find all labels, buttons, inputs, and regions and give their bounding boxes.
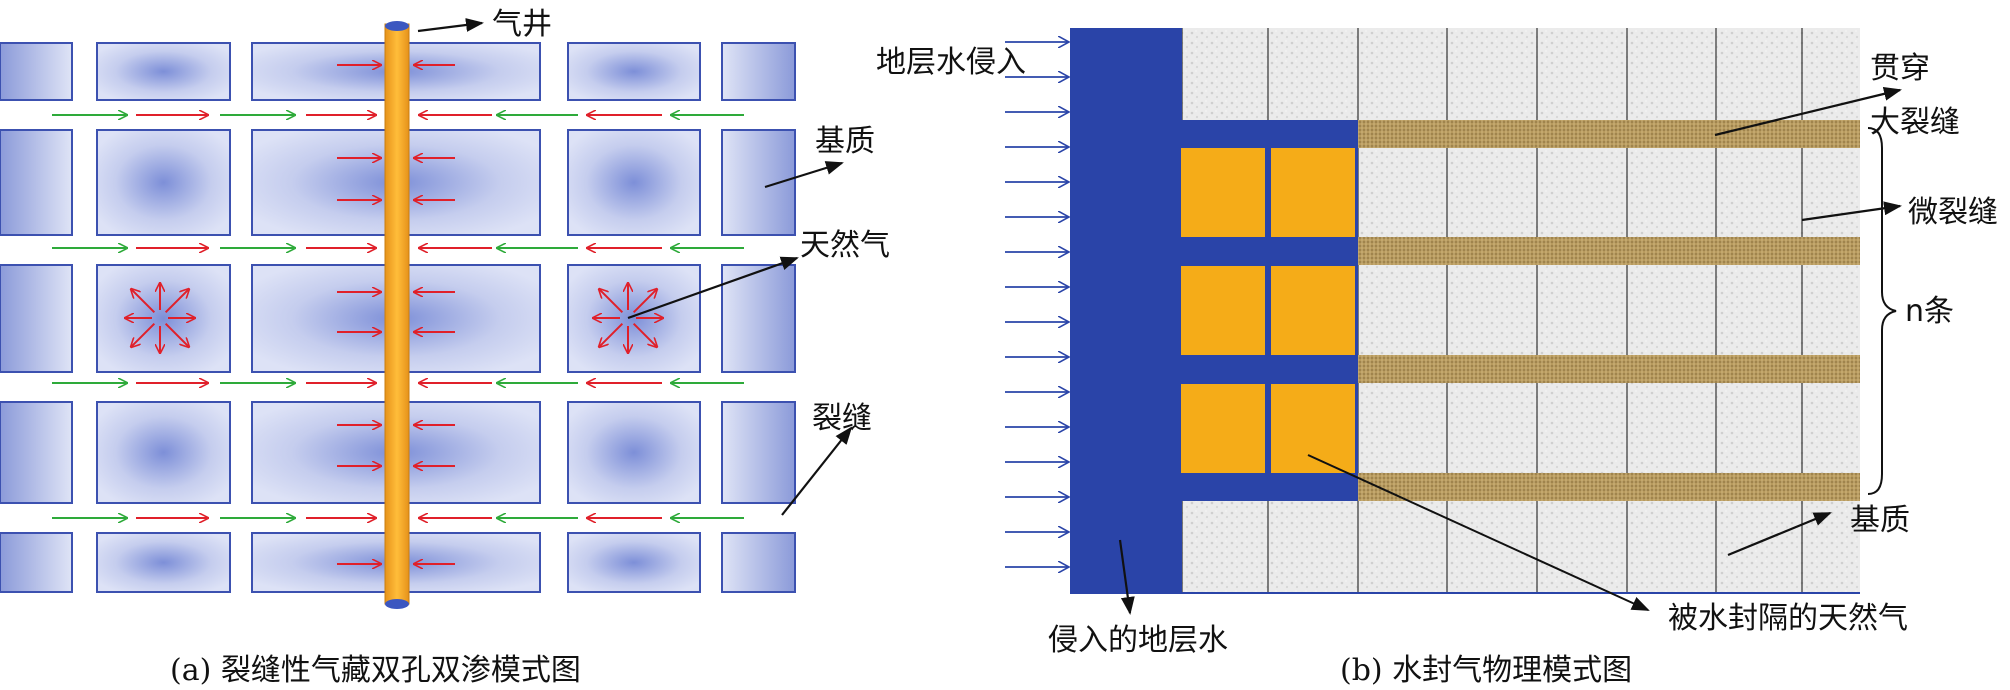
matrix-block	[96, 42, 231, 101]
sealed-gas-label: 被水封隔的天然气	[1668, 601, 1908, 636]
flow-arrows	[52, 65, 744, 564]
sealed-gas-blocks	[1181, 148, 1355, 473]
well-label: 气井	[492, 7, 552, 42]
matrix-block	[567, 401, 701, 504]
through-fracture-pointer	[1714, 86, 1902, 137]
gas-label: 天然气	[800, 228, 890, 263]
fracture-pointer	[781, 426, 853, 516]
fracture-count-label: n条	[1905, 294, 1954, 329]
fracture-label: 裂缝	[812, 401, 872, 436]
matrix-block	[567, 42, 701, 101]
gas-well	[384, 21, 410, 609]
matrix-block	[0, 42, 73, 101]
right-panel: 地层水侵入 贯穿 大裂缝 微裂缝 n条 基质 侵入的地层水 被水封隔的天然气 (…	[876, 28, 1998, 688]
gas-expansion-arrow	[132, 290, 156, 314]
matrix-block	[721, 401, 796, 504]
matrix-block	[721, 264, 796, 373]
right-matrix-pointer	[1727, 511, 1832, 557]
matrix-block	[721, 129, 796, 236]
matrix-block	[96, 129, 231, 236]
fracture-count-brace	[1867, 127, 1897, 495]
matrix-pointer	[764, 161, 844, 189]
water-inflow-label: 地层水侵入	[876, 45, 1026, 80]
matrix-block	[721, 532, 796, 593]
through-fracture-label-1: 贯穿	[1870, 51, 1930, 86]
gas-expansion-arrow	[164, 290, 189, 314]
gas-expansion-arrow	[600, 290, 624, 314]
invaded-water-pointer	[1118, 539, 1135, 615]
gas-expansion-arrow	[632, 290, 657, 314]
matrix-block	[96, 264, 231, 373]
well-pointer	[417, 18, 484, 33]
matrix-label: 基质	[815, 124, 875, 159]
through-fractures	[1358, 120, 1860, 501]
matrix-block	[96, 532, 231, 593]
matrix-block	[0, 129, 73, 236]
invaded-water-label: 侵入的地层水	[1048, 623, 1228, 658]
gas-expansion-arrow	[132, 322, 156, 347]
micro-fracture-pointer	[1801, 201, 1902, 222]
gas-expansion-arrow	[632, 322, 657, 347]
matrix-block	[567, 129, 701, 236]
right-matrix-label: 基质	[1850, 503, 1910, 538]
matrix-block	[0, 532, 73, 593]
matrix-block	[567, 264, 701, 373]
matrix-block	[0, 264, 73, 373]
gas-expansion-arrow	[600, 322, 624, 347]
matrix-block	[567, 532, 701, 593]
left-caption: (a) 裂缝性气藏双孔双渗模式图	[170, 653, 581, 688]
left-panel: 气井 基质 天然气 裂缝 (a) 裂缝性气藏双孔双渗模式图	[0, 7, 890, 688]
matrix-block	[721, 42, 796, 101]
micro-fracture-label: 微裂缝	[1908, 195, 1998, 230]
matrix-block	[96, 401, 231, 504]
matrix-block	[0, 401, 73, 504]
through-fracture-label-2: 大裂缝	[1870, 105, 1960, 140]
water-inflow-arrows	[1005, 42, 1068, 567]
gas-expansion-arrow	[164, 322, 189, 347]
sealed-gas-pointer	[1307, 454, 1650, 611]
right-caption: (b) 水封气物理模式图	[1340, 653, 1632, 688]
gas-pointer	[627, 256, 799, 320]
